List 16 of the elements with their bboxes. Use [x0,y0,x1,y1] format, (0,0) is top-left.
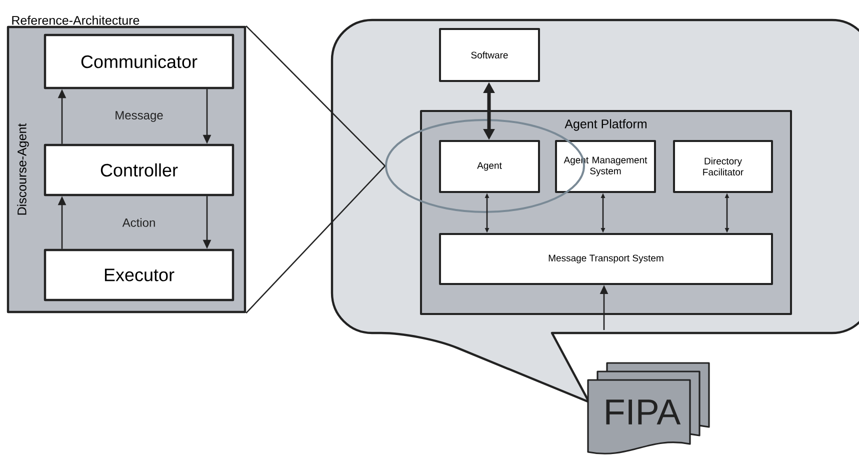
connector-line [246,166,386,314]
vertical-label: Discourse-Agent [17,123,29,215]
frame-title: Reference-Architecture [12,16,140,25]
document-stack: FIPA [587,362,710,454]
component-box: Agent Management System [555,140,656,193]
component-box: Executor [44,248,234,302]
connector-line [246,25,386,166]
component-box: Communicator [44,34,234,90]
software-box: Software [439,28,540,82]
edge-label: Action [120,216,158,228]
platform-title: Agent Platform [564,119,646,131]
component-box: Directory Facilitator [673,140,773,193]
transport-box: Message Transport System [439,233,773,285]
agent-box: Agent [439,140,540,193]
edge-label: Message [113,110,165,124]
component-box: Controller [44,144,234,196]
